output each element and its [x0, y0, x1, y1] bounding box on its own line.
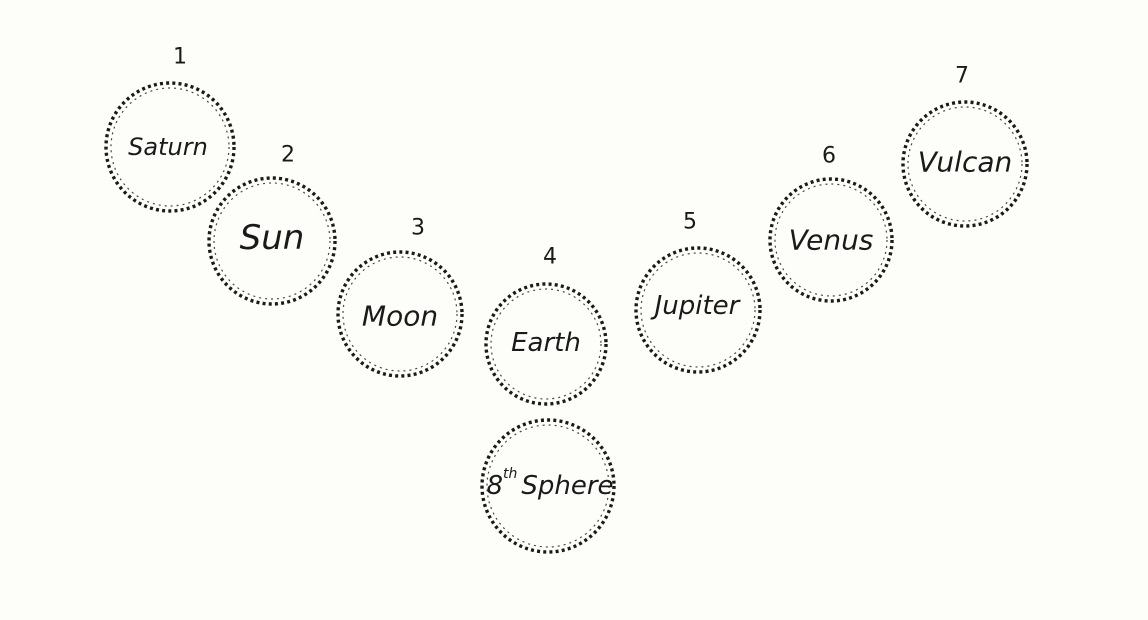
sphere-ring: [634, 246, 762, 374]
sphere-number: 3: [411, 216, 425, 241]
sphere-label: Jupiter: [650, 291, 742, 321]
sphere-label: Sun: [240, 218, 305, 258]
sphere-saturn: 1 Saturn: [104, 45, 236, 213]
sphere-number: 4: [543, 245, 557, 270]
sphere-ring-inner: [342, 256, 458, 372]
sphere-number: 1: [173, 45, 187, 70]
eighth-sphere-ordinal-suffix: th: [503, 466, 517, 482]
sphere-ring-inner: [110, 87, 230, 207]
sphere-ring-inner: [907, 106, 1023, 222]
sphere-earth: 4 Earth: [484, 245, 608, 406]
sphere-ring-inner: [640, 252, 756, 368]
sphere-ring: [768, 177, 894, 303]
sphere-label: Saturn: [128, 133, 208, 161]
sphere-label: Vulcan: [918, 146, 1013, 179]
sphere-ring: [207, 176, 337, 306]
sphere-label: Venus: [789, 224, 874, 257]
sphere-venus: 6 Venus: [768, 144, 894, 303]
sphere-sun: 2 Sun: [207, 143, 337, 306]
sphere-label: Earth: [511, 328, 581, 358]
sphere-moon: 3 Moon: [336, 216, 464, 378]
sphere-label: Moon: [362, 300, 438, 333]
sphere-ring: [901, 100, 1029, 228]
sphere-ring: [336, 250, 464, 378]
sphere-number: 6: [822, 144, 836, 169]
eighth-sphere-ordinal: 8: [486, 471, 503, 501]
sphere-ring: [480, 418, 616, 554]
sphere-number: 2: [281, 143, 295, 168]
sphere-ring-inner: [486, 424, 610, 548]
sphere-number: 7: [955, 64, 969, 89]
sphere-number: 5: [683, 210, 697, 235]
sphere-ring-inner: [213, 182, 331, 300]
sphere-jupiter: 5 Jupiter: [634, 210, 762, 374]
sphere-ring-inner: [490, 288, 602, 400]
eighth-sphere-word: Sphere: [521, 471, 613, 501]
sphere-ring: [104, 81, 236, 213]
sphere-ring: [484, 282, 608, 406]
sphere-vulcan: 7 Vulcan: [901, 64, 1029, 228]
sphere-ring-inner: [774, 183, 888, 297]
